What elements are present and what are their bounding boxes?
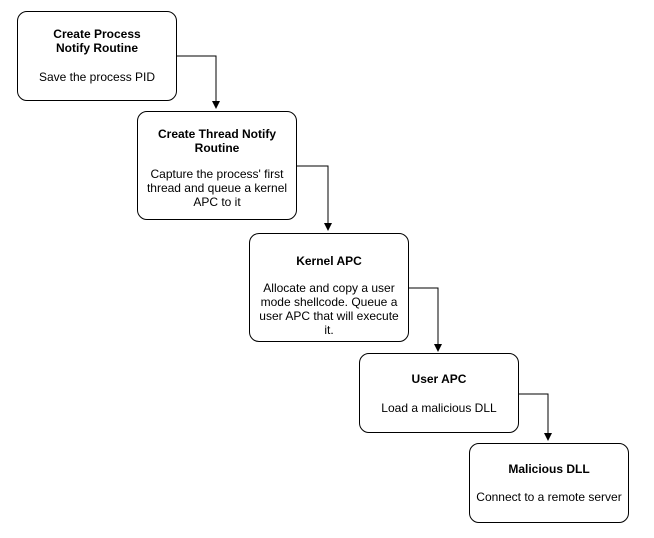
step-create-process-notify-routine: Create Process Notify Routine Save the p… [17, 11, 177, 101]
step-description: Allocate and copy a user mode shellcode.… [259, 281, 399, 337]
step-description: Load a malicious DLL [381, 401, 497, 415]
step-title: Create Process Notify Routine [53, 27, 141, 55]
step-title: Kernel APC [296, 254, 362, 268]
step-description: Connect to a remote server [476, 490, 622, 504]
step-description: Save the process PID [38, 70, 156, 84]
step-title: Create Thread Notify Routine [157, 127, 277, 155]
step-kernel-apc: Kernel APC Allocate and copy a user mode… [249, 233, 409, 342]
step-user-apc: User APC Load a malicious DLL [359, 353, 519, 433]
step-create-thread-notify-routine: Create Thread Notify Routine Capture the… [137, 111, 297, 220]
arrow-step1-to-step2 [176, 55, 220, 109]
arrow-step3-to-step4 [408, 287, 442, 352]
arrow-step4-to-step5 [518, 393, 552, 441]
arrow-step2-to-step3 [296, 165, 332, 231]
step-description: Capture the process' first thread and qu… [146, 167, 288, 209]
step-malicious-dll: Malicious DLL Connect to a remote server [469, 443, 629, 523]
step-title: Malicious DLL [508, 462, 590, 476]
step-title: User APC [411, 372, 467, 386]
